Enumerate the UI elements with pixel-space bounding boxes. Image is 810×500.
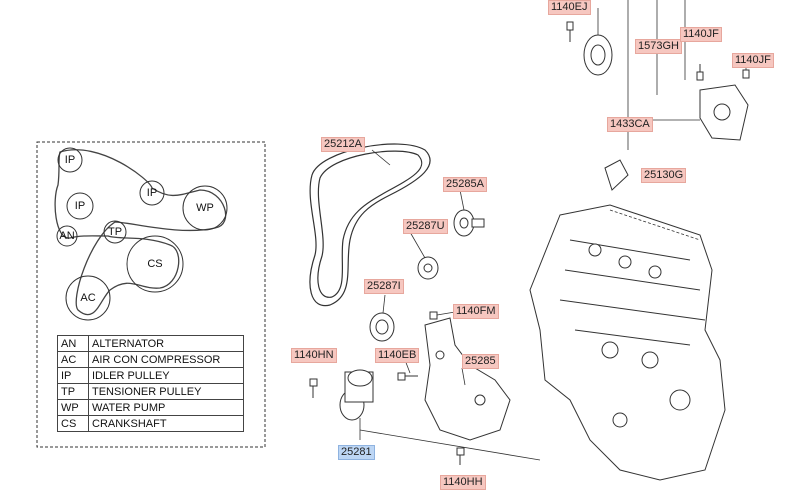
belt-label-tp: TP [107, 226, 123, 238]
legend-abbr: TP [57, 383, 89, 400]
legend-desc: TENSIONER PULLEY [88, 383, 244, 400]
pulley-25285A [453, 209, 485, 237]
label-1140HN[interactable]: 1140HN [291, 348, 337, 363]
belt-label-ip3: IP [74, 200, 86, 212]
label-1140FM[interactable]: 1140FM [453, 304, 499, 319]
label-1140EB[interactable]: 1140EB [375, 348, 420, 363]
label-25130G[interactable]: 25130G [641, 168, 687, 183]
legend-desc: AIR CON COMPRESSOR [88, 351, 244, 368]
belt-label-ac: AC [80, 292, 96, 304]
label-1140JF-b[interactable]: 1140JF [732, 53, 774, 68]
legend-desc: ALTERNATOR [88, 335, 244, 352]
label-25212A[interactable]: 25212A [321, 137, 365, 152]
water-pump-body [699, 84, 749, 141]
belt-label-cs: CS [147, 258, 163, 270]
label-25285A[interactable]: 25285A [443, 177, 487, 192]
belt-25212A [309, 143, 431, 307]
label-25287U[interactable]: 25287U [403, 219, 448, 234]
label-25285[interactable]: 25285 [462, 354, 499, 369]
label-25287I[interactable]: 25287I [364, 279, 404, 294]
bolts [309, 21, 750, 465]
label-1140JF-a[interactable]: 1140JF [680, 27, 722, 42]
belt-label-ip2: IP [146, 187, 158, 199]
label-1140HH[interactable]: 1140HH [440, 475, 486, 490]
belt-label-ip1: IP [64, 154, 76, 166]
belt-routing-box [36, 141, 266, 448]
tensioner-25281 [339, 369, 374, 421]
legend-desc: WATER PUMP [88, 399, 244, 416]
legend-abbr: AN [57, 335, 89, 352]
label-1140EJ[interactable]: 1140EJ [548, 0, 591, 15]
belt-label-an: AN [59, 230, 75, 242]
legend-abbr: CS [57, 415, 89, 432]
legend-abbr: WP [57, 399, 89, 416]
legend-abbr: IP [57, 367, 89, 384]
pulley-25287I [369, 312, 395, 342]
pulley-25287U [417, 256, 439, 280]
gasket-25130G [604, 159, 629, 191]
bracket-25285 [424, 317, 511, 441]
engine-block [529, 204, 726, 481]
label-1433CA[interactable]: 1433CA [607, 117, 653, 132]
water-pump-pulley [583, 34, 613, 76]
legend-desc: CRANKSHAFT [88, 415, 244, 432]
legend-abbr: AC [57, 351, 89, 368]
label-1573GH[interactable]: 1573GH [635, 39, 682, 54]
legend-desc: IDLER PULLEY [88, 367, 244, 384]
belt-label-wp: WP [196, 202, 214, 214]
label-25281-selected[interactable]: 25281 [338, 445, 375, 460]
